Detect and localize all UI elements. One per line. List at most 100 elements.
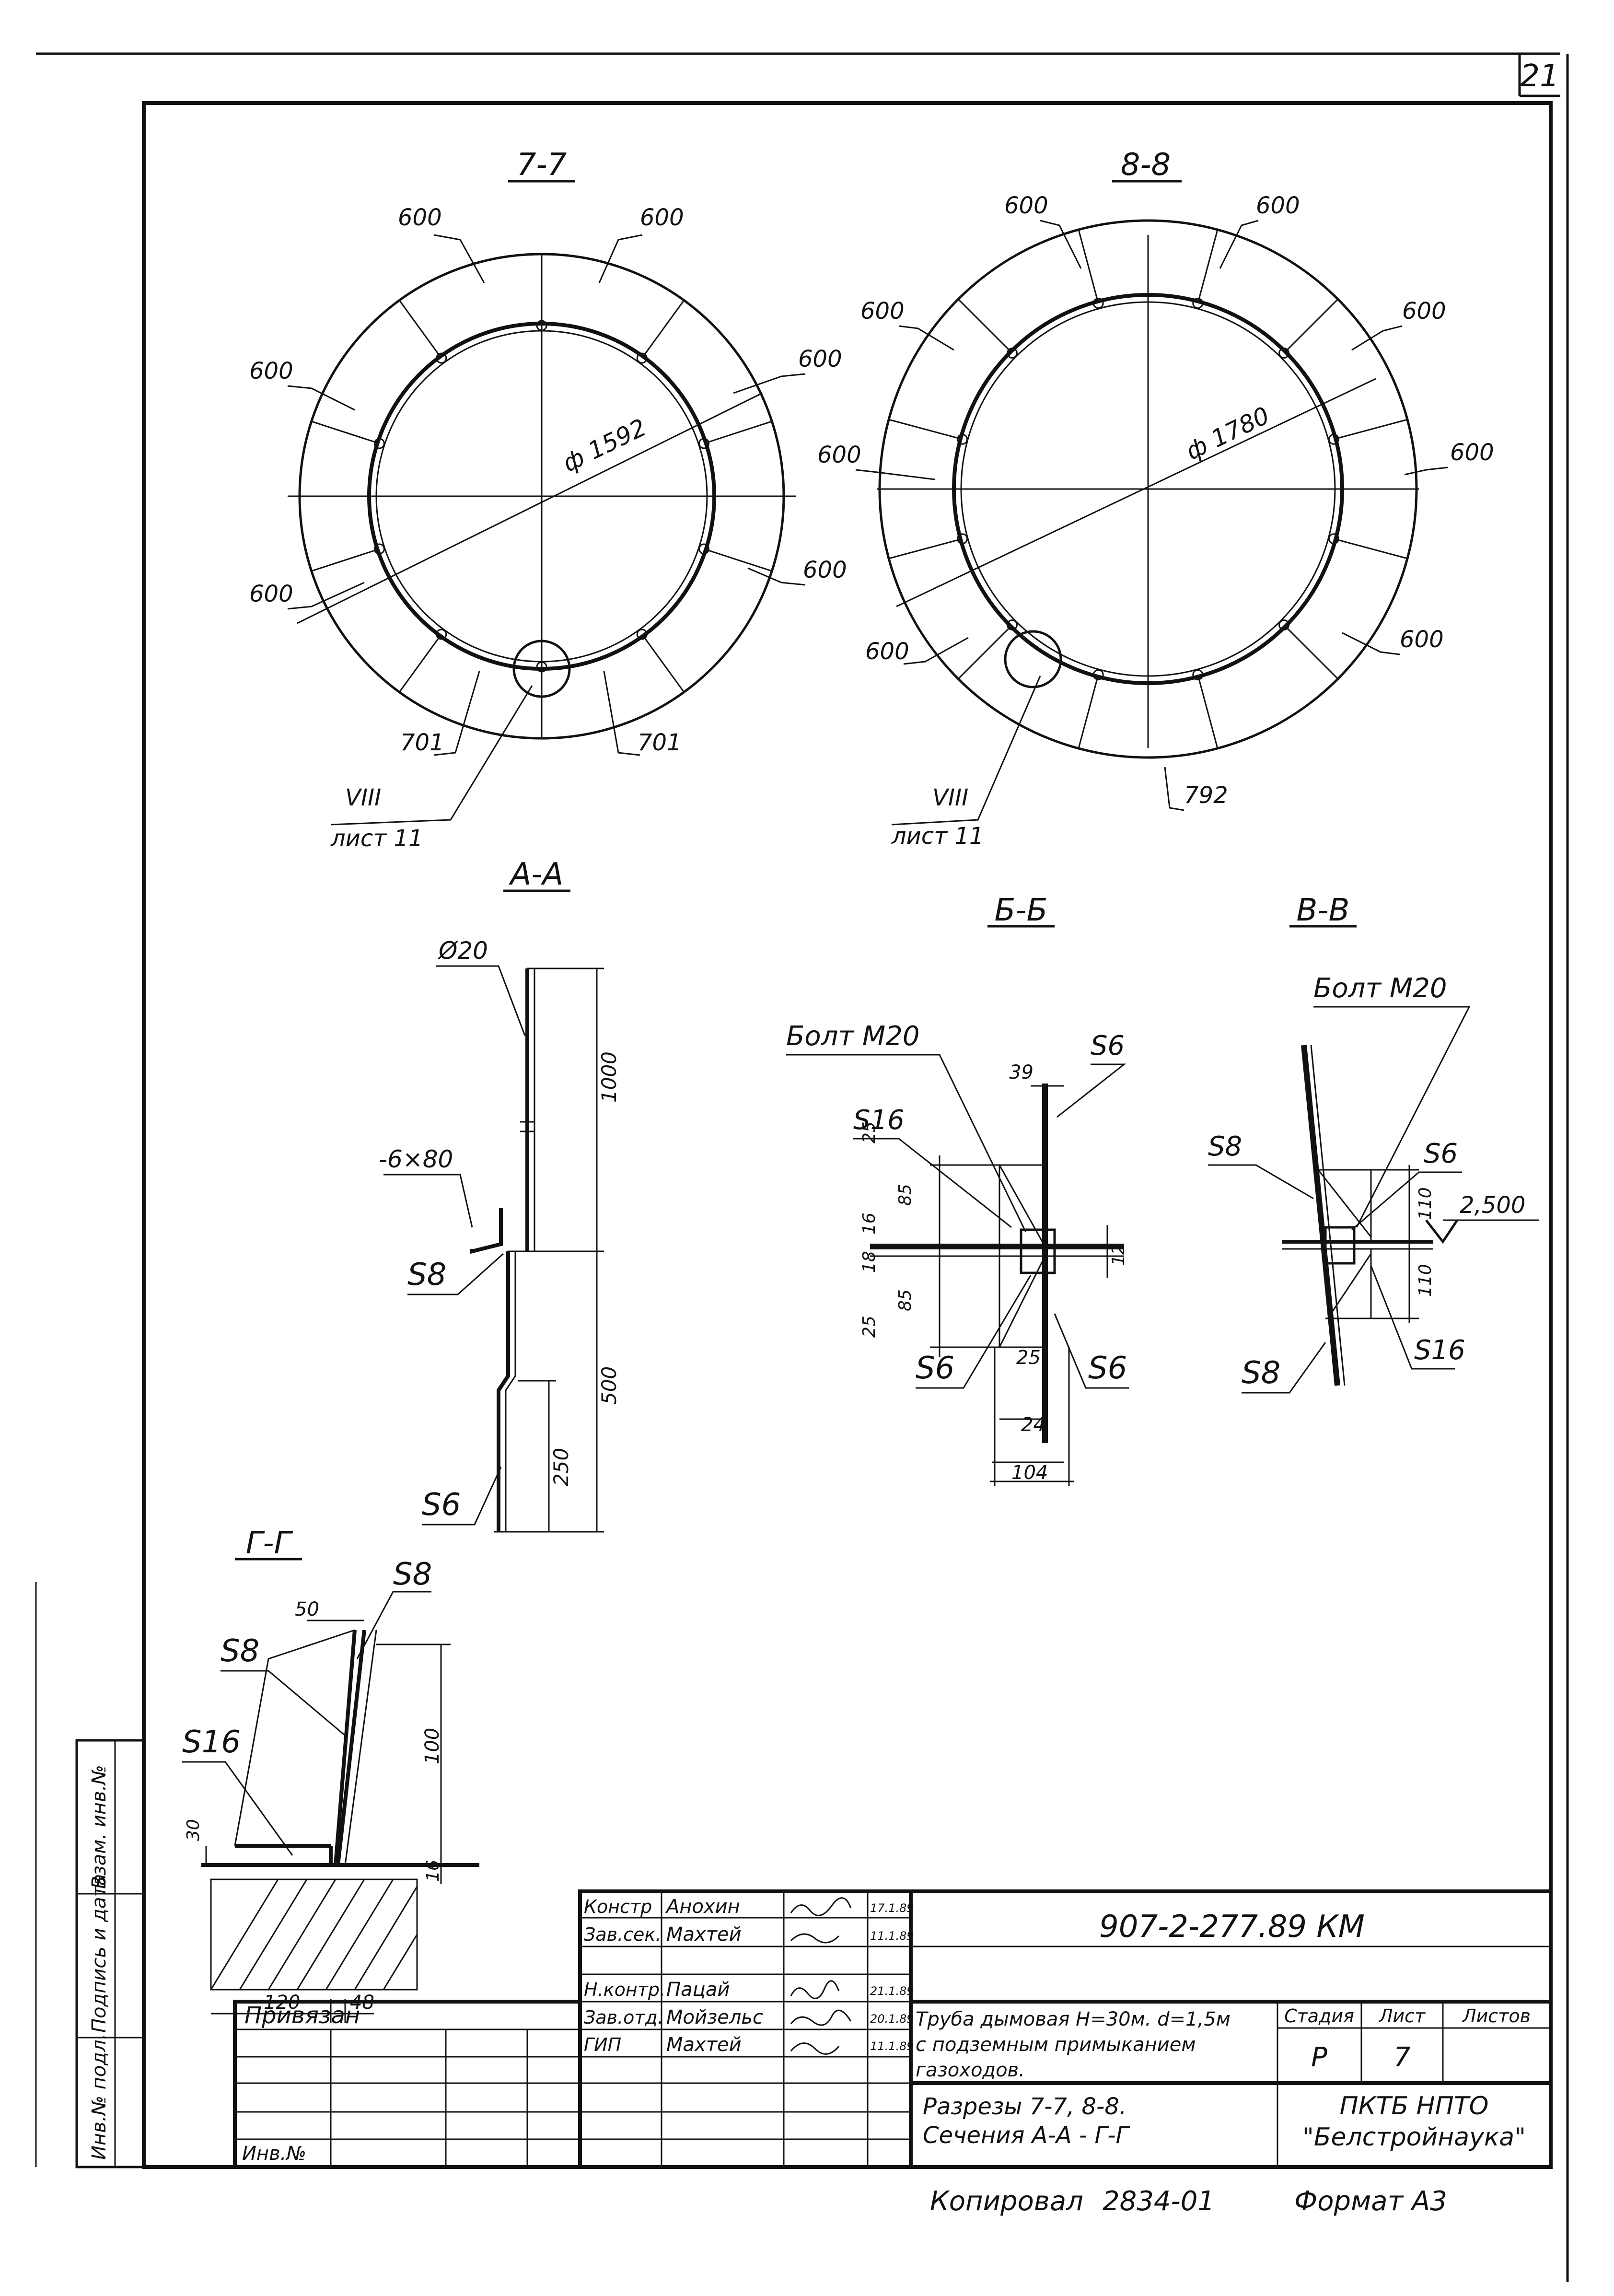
section-a-a-title: А-А — [509, 857, 564, 892]
arc-600-e: 600 — [249, 581, 293, 607]
vv-s16: S16 — [1414, 1335, 1465, 1366]
signer-role-3: Н.контр. — [584, 1979, 665, 2000]
object-line-2: с подземным примыканием — [916, 2034, 1196, 2056]
signer-name-3: Пацай — [666, 1979, 730, 2001]
arc-600-f: 600 — [803, 557, 847, 583]
bb-d85b: 85 — [895, 1289, 915, 1311]
signer-date-2: 11.1.89 — [870, 1929, 914, 1943]
aa-rod: Ø20 — [438, 937, 488, 965]
stamp-vzam-inv: Взам. инв.№ — [88, 1765, 110, 1889]
bb-d25c: 25 — [1016, 1347, 1041, 1369]
section-7-7-spoke — [398, 300, 441, 357]
ref-sheet-8-8: лист 11 — [891, 823, 984, 850]
section-8-8-stiffener-node — [1328, 433, 1339, 445]
signer-date-4: 20.1.89 — [870, 2012, 914, 2026]
section-8-8-spoke — [1197, 676, 1219, 749]
section-b-b-title: Б-Б — [995, 893, 1048, 928]
bb-s6-top: S6 — [1091, 1030, 1125, 1061]
signer-name-5: Махтей — [666, 2034, 742, 2056]
section-v-v: В-В 110 110 2,500 Болт М20 S6 S8 S8 S16 — [1208, 893, 1539, 1394]
arc-792: 792 — [1184, 782, 1228, 809]
bb-d18: 18 — [859, 1251, 879, 1273]
section-8-8-spoke — [957, 626, 1011, 680]
spokes-7-7 — [311, 254, 772, 738]
ref-node-8-8: VIII — [932, 784, 968, 811]
arc-600-d: 600 — [798, 346, 842, 373]
gg-s16: S16 — [182, 1725, 241, 1760]
bb-s6-right: S6 — [1088, 1351, 1127, 1386]
section-7-7-stiffener-node — [536, 320, 547, 331]
section-8-8-stiffener-node — [957, 533, 968, 545]
section-8-8-stiffener-node — [1328, 533, 1339, 545]
stamp-sign-date: Подпись и дата — [88, 1874, 110, 2033]
vv-bolt: Болт М20 — [1313, 973, 1447, 1004]
org-line-1: ПКТБ НПТО — [1340, 2092, 1489, 2121]
vv-d110b: 110 — [1416, 1264, 1435, 1297]
section-7-7: 7-7 ф 1592 600 600 600 600 600 600 701 7… — [249, 147, 847, 852]
section-8-8-spoke — [888, 538, 961, 559]
section-7-7-spoke — [705, 420, 772, 444]
section-b-b: Б-Б Болт М20 S6 S16 S6 S6 39 25 85 16 — [786, 893, 1129, 1486]
vv-s6: S6 — [1424, 1138, 1458, 1169]
object-line-3: газоходов. — [916, 2059, 1025, 2081]
aa-dim-500: 500 — [597, 1366, 621, 1405]
side-stamp: Взам. инв.№ Подпись и дата Инв.№ подл. — [75, 1739, 145, 2168]
sheet-value: 7 — [1393, 2042, 1411, 2073]
arc-8-h: 600 — [1400, 626, 1444, 653]
section-7-7-stiffener-node — [373, 438, 385, 449]
section-8-8-spoke — [957, 298, 1011, 352]
arc-8-c: 600 — [860, 298, 905, 325]
section-8-8-spoke — [1335, 419, 1408, 440]
sheets-header: Листов — [1462, 2005, 1531, 2027]
bb-s16: S16 — [853, 1105, 905, 1136]
bb-d24: 24 — [1021, 1414, 1045, 1436]
bb-d39: 39 — [1009, 1061, 1033, 1084]
ref-sheet-7-7: лист 11 — [330, 825, 423, 852]
section-7-7-stiffener-node — [436, 629, 447, 640]
footer-format: Формат А3 — [1294, 2186, 1447, 2217]
section-8-8-spoke — [1078, 676, 1099, 749]
section-8-8-stiffener-node — [957, 433, 968, 445]
arc-600-c: 600 — [249, 358, 293, 385]
org-line-2: "Белстройнаука" — [1302, 2123, 1526, 2152]
bb-bolt: Болт М20 — [786, 1021, 919, 1052]
privyazan-label: Привязан — [244, 2002, 360, 2029]
section-8-8-stiffener-node — [1092, 298, 1104, 309]
arc-8-b: 600 — [1256, 192, 1300, 219]
aa-s6: S6 — [422, 1487, 461, 1523]
aa-dim-250: 250 — [549, 1448, 573, 1486]
spokes-8-8 — [888, 229, 1408, 749]
section-7-7-spoke — [642, 300, 685, 357]
bb-s6-left: S6 — [916, 1351, 954, 1386]
arc-8-d: 600 — [1402, 298, 1446, 325]
section-8-8-spoke — [1335, 538, 1408, 559]
aa-strip: -6×80 — [379, 1145, 453, 1173]
title-block: Привязан Инв.№ Констр Анохин 17.1.89 Зав… — [233, 1889, 1553, 2169]
section-7-7-stiffener-node — [698, 543, 710, 555]
stage-header: Стадия — [1284, 2005, 1354, 2027]
gg-d50: 50 — [295, 1598, 319, 1620]
diameter-7-7: ф 1592 — [558, 413, 651, 478]
signer-role-2: Зав.сек. — [584, 1924, 661, 1945]
signer-role-1: Констр — [584, 1896, 652, 1917]
section-8-8-title: 8-8 — [1121, 147, 1171, 183]
section-8-8-stiffener-node — [1006, 347, 1018, 359]
object-line-1: Труба дымовая Н=30м. d=1,5м — [916, 2008, 1231, 2030]
section-8-8-spoke — [888, 419, 961, 440]
footer-copied: Копировал — [930, 2186, 1083, 2217]
stamp-inv-orig: Инв.№ подл. — [88, 2034, 110, 2160]
section-8-8-stiffener-node — [1278, 347, 1290, 359]
section-8-8-spoke — [1197, 229, 1219, 302]
sheet-title-line-1: Разрезы 7-7, 8-8. — [923, 2093, 1126, 2120]
section-7-7-stiffener-node — [636, 352, 648, 364]
section-7-7-title: 7-7 — [517, 147, 567, 183]
vv-d110a: 110 — [1416, 1187, 1435, 1220]
section-7-7-stiffener-node — [436, 352, 447, 364]
section-8-8-stiffener-node — [1192, 669, 1204, 680]
signer-role-5: ГИП — [584, 2034, 621, 2055]
bb-d25a: 25 — [859, 1121, 879, 1143]
bb-d85a: 85 — [895, 1184, 915, 1206]
section-7-7-spoke — [311, 548, 378, 572]
bb-d25b: 25 — [859, 1316, 879, 1338]
sheet-title-line-2: Сечения А-А - Г-Г — [923, 2122, 1130, 2149]
